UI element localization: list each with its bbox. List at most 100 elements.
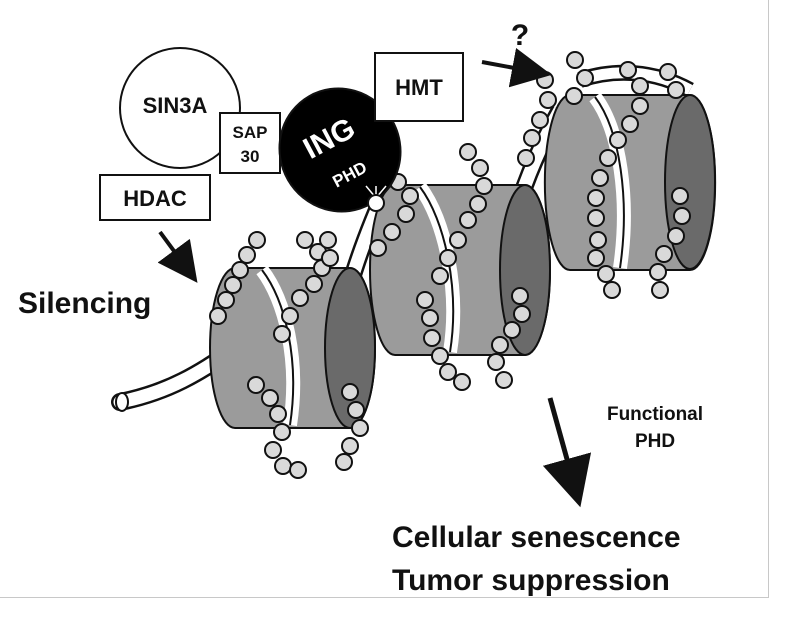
histone-tail-bead	[495, 371, 513, 389]
sin3a-label: SIN3A	[143, 93, 208, 118]
histone-tail-bead	[369, 239, 387, 257]
histone-tail-bead	[261, 389, 279, 407]
histone-tail-bead	[587, 209, 605, 227]
nucleosome-3	[543, 92, 717, 271]
figure-frame	[0, 0, 769, 598]
histone-tail-bead	[503, 321, 521, 339]
histone-tail-bead	[224, 276, 242, 294]
hdac-node: HDAC	[99, 174, 211, 221]
histone-tail-bead	[531, 111, 549, 129]
histone-tail-bead	[416, 291, 434, 309]
histone-tail-bead	[591, 169, 609, 187]
histone-tail-bead	[289, 461, 307, 479]
histone-tail-bead	[667, 227, 685, 245]
histone-tail-bead	[341, 383, 359, 401]
histone-tail-bead	[231, 261, 249, 279]
histone-tail-bead	[248, 231, 266, 249]
histone-tail-bead	[247, 376, 265, 394]
histone-tail-bead	[264, 441, 282, 459]
histone-tail-bead	[459, 211, 477, 229]
histone-tail-bead	[671, 187, 689, 205]
histone-tail-bead	[659, 63, 677, 81]
histone-tail-bead	[423, 329, 441, 347]
ing-node: ING PHD	[278, 87, 402, 213]
histone-tail-bead	[347, 401, 365, 419]
nucleosome-2	[369, 182, 551, 356]
histone-tail-bead	[291, 289, 309, 307]
histone-tail-bead	[536, 71, 554, 89]
histone-tail-bead	[566, 51, 584, 69]
histone-tail-bead	[619, 61, 637, 79]
histone-tail-bead	[305, 275, 323, 293]
histone-tail-bead	[631, 77, 649, 95]
histone-tail-bead	[321, 249, 339, 267]
histone-tail-bead	[539, 91, 557, 109]
histone-tail-bead	[565, 87, 583, 105]
histone-tail-bead	[513, 305, 531, 323]
histone-tail-bead	[621, 115, 639, 133]
histone-tail-bead	[319, 231, 337, 249]
functional-label-line1: Functional	[607, 404, 703, 425]
histone-tail-bead	[587, 189, 605, 207]
histone-tail-bead	[667, 81, 685, 99]
sap30-node: SAP 30	[219, 112, 281, 174]
sap30-label-line2: 30	[241, 147, 260, 166]
histone-tail-bead	[335, 453, 353, 471]
histone-tail-bead	[651, 281, 669, 299]
hmt-node: HMT	[374, 52, 464, 122]
histone-tail-bead	[589, 231, 607, 249]
histone-tail-bead	[217, 291, 235, 309]
histone-tail-bead	[576, 69, 594, 87]
histone-tail-bead	[471, 159, 489, 177]
histone-tail-bead	[421, 309, 439, 327]
histone-tail-bead	[587, 249, 605, 267]
histone-tail-bead	[439, 363, 457, 381]
hmt-arrow	[481, 47, 552, 88]
histone-tail-bead	[475, 177, 493, 195]
histone-tail-bead	[274, 457, 292, 475]
outcome-label-line1: Cellular senescence	[392, 521, 681, 554]
histone-tail-bead	[491, 336, 509, 354]
histone-tail-bead	[487, 353, 505, 371]
histone-tail-bead	[673, 207, 691, 225]
histone-tail-bead	[238, 246, 256, 264]
hmt-label: HMT	[395, 75, 443, 100]
histone-tail-bead	[655, 245, 673, 263]
histone-tail-bead	[397, 205, 415, 223]
histone-tail-bead	[523, 129, 541, 147]
sap30-label-line1: SAP	[233, 123, 268, 142]
outcome-arrow	[542, 397, 592, 508]
histone-tail-bead	[597, 265, 615, 283]
hdac-label: HDAC	[123, 186, 187, 211]
histone-tail-bead	[649, 263, 667, 281]
histone-tail-bead	[609, 131, 627, 149]
histone-tail-bead	[439, 249, 457, 267]
outcome-label-line2: Tumor suppression	[392, 564, 670, 597]
histone-tail-bead	[599, 149, 617, 167]
histone-tail-bead	[273, 423, 291, 441]
histone-tail-bead	[517, 149, 535, 167]
histone-tail-bead	[383, 223, 401, 241]
sin3a-node: SIN3A	[119, 47, 241, 169]
histone-tail-bead	[401, 187, 419, 205]
question-mark: ?	[511, 19, 529, 52]
histone-tail-bead	[431, 267, 449, 285]
histone-tails	[209, 51, 691, 479]
histone-tail-bead	[453, 373, 471, 391]
histone-tail-bead	[449, 231, 467, 249]
histone-tail-bead	[631, 97, 649, 115]
silencing-label: Silencing	[18, 287, 151, 320]
histone-tail-bead	[469, 195, 487, 213]
histone-tail-bead	[273, 325, 291, 343]
histone-tail-bead	[459, 143, 477, 161]
histone-tail-bead	[511, 287, 529, 305]
histone-tail-bead	[351, 419, 369, 437]
histone-tail-bead	[209, 307, 227, 325]
histone-tail-bead	[281, 307, 299, 325]
silencing-arrow	[157, 230, 198, 283]
histone-tail-bead	[296, 231, 314, 249]
functional-label-line2: PHD	[635, 431, 675, 452]
histone-tail-bead	[431, 347, 449, 365]
